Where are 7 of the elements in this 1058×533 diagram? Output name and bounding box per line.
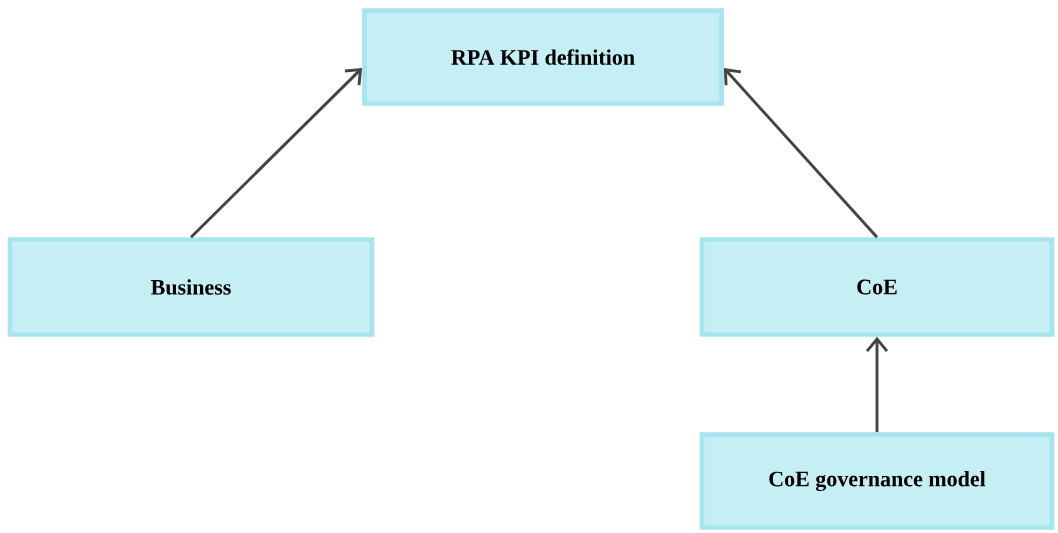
- process-box: Business: [7, 237, 375, 337]
- arrow: [865, 336, 889, 433]
- arrow: [189, 68, 363, 239]
- arrow: [723, 68, 879, 239]
- process-box: CoE: [699, 237, 1055, 337]
- process-box: CoE governance model: [699, 432, 1055, 530]
- process-box: RPA KPI definition: [362, 8, 724, 106]
